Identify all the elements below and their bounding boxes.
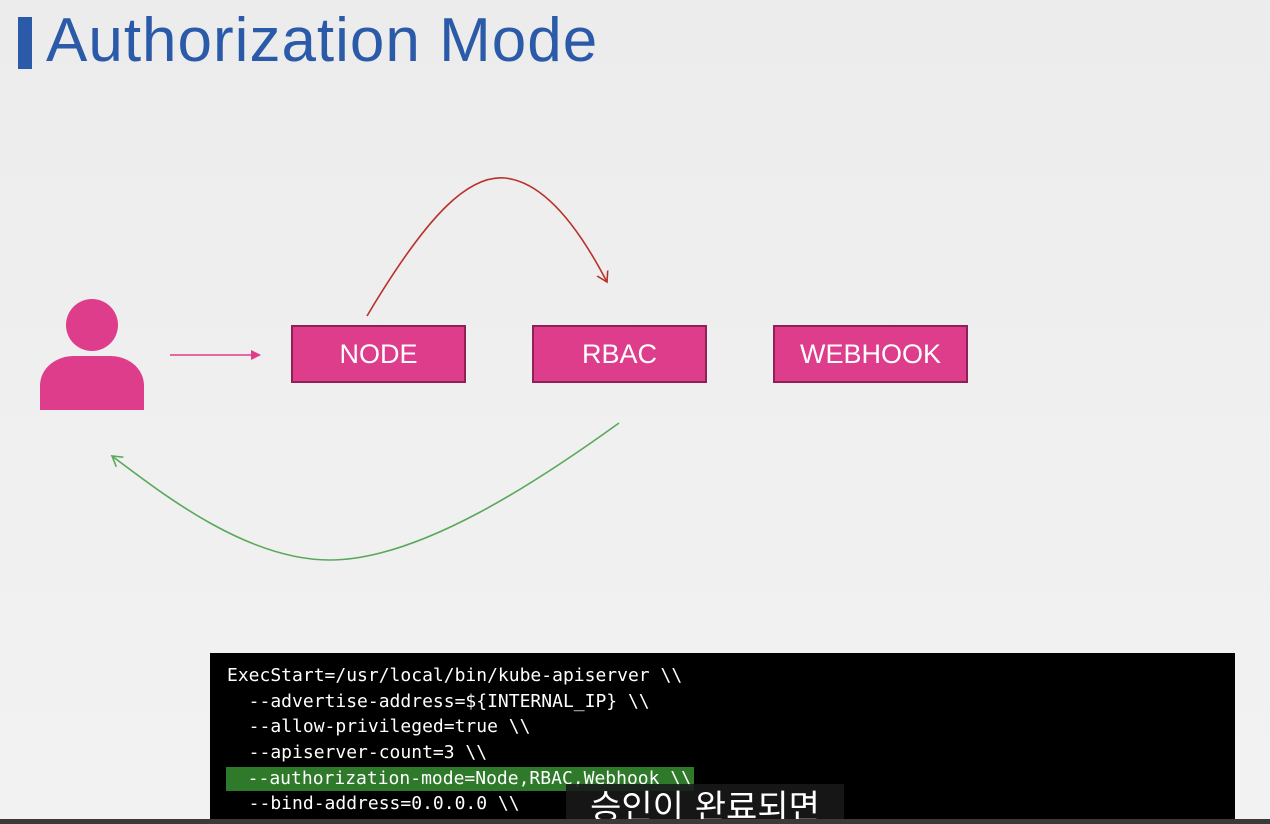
rbac-mode-box: RBAC xyxy=(532,325,707,383)
code-line: --advertise-address=${INTERNAL_IP} \\ xyxy=(227,691,650,712)
player-progress-strip xyxy=(0,819,1270,824)
code-line: --bind-address=0.0.0.0 \\ xyxy=(227,793,520,814)
code-terminal: ExecStart=/usr/local/bin/kube-apiserver … xyxy=(210,653,1235,824)
webhook-mode-box: WEBHOOK xyxy=(773,325,968,383)
code-line: --allow-privileged=true \\ xyxy=(227,716,531,737)
title-accent-bar xyxy=(18,17,32,69)
rbac-to-user-arrow xyxy=(112,422,620,561)
slide-title: Authorization Mode xyxy=(46,6,599,75)
code-line-highlighted: --authorization-mode=Node,RBAC,Webhook \… xyxy=(226,767,694,791)
user-icon-body xyxy=(40,356,144,410)
user-icon xyxy=(40,299,144,410)
code-line: --apiserver-count=3 \\ xyxy=(227,742,488,763)
user-icon-head xyxy=(66,299,118,351)
node-mode-box: NODE xyxy=(291,325,466,383)
video-caption: 승인이 완료되면 xyxy=(566,784,844,824)
node-to-rbac-arrow xyxy=(366,177,607,317)
code-line: ExecStart=/usr/local/bin/kube-apiserver … xyxy=(227,665,683,686)
